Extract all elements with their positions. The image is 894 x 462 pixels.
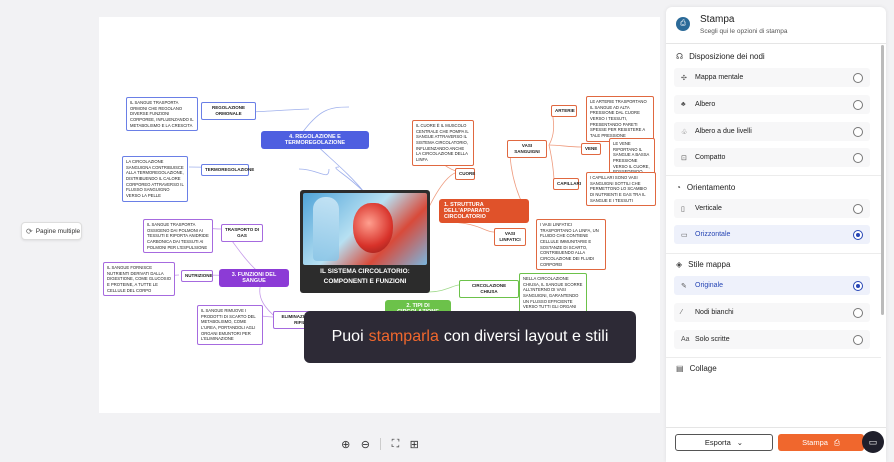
panel-scrollbar[interactable] [881, 45, 884, 315]
radio-horizontal[interactable] [853, 229, 863, 240]
gas-transport-node[interactable]: TRASPORTO DI GAS [221, 224, 263, 243]
panel-header: ⎙ Stampa Scegli qui le opzioni di stampa [666, 7, 886, 44]
capillaries-note: I CAPILLARI SONO VASI SANGUIGNI SOTTILI … [586, 172, 656, 207]
radio-vertical[interactable] [853, 203, 863, 214]
waste-note: IL SANGUE RIMUOVE I PRODOTTI DI SCARTO D… [197, 305, 263, 346]
radio-compact[interactable] [853, 152, 863, 163]
zoom-in-icon[interactable]: ⊕ [341, 438, 351, 451]
section-divider [666, 253, 881, 254]
style-option-white-nodes[interactable]: ⁄Nodi bianchi [674, 303, 870, 322]
orientation-section-title: ◔ Orientamento [676, 183, 736, 192]
layout-option-two-level-tree[interactable]: ♧Albero a due livelli [674, 122, 870, 141]
multiple-pages-label: Pagine multiple [35, 227, 81, 235]
radio-white-nodes[interactable] [853, 307, 863, 318]
hormonal-regulation-note: IL SANGUE TRASPORTA ORMONI CHE REGOLANO … [126, 97, 198, 132]
style-option-original[interactable]: ✎Originale [674, 276, 870, 295]
heart-node[interactable]: CUORE [455, 168, 475, 181]
layout-option-mindmap[interactable]: ✣Mappa mentale [674, 68, 870, 87]
banner-text-pre: Puoi [331, 328, 364, 345]
pen-icon: ⁄ [681, 309, 683, 316]
print-button[interactable]: Stampa ⎙ [778, 434, 864, 451]
nutrition-node[interactable]: NUTRIZIONE [181, 270, 213, 283]
gas-transport-note: IL SANGUE TRASPORTA OSSIGENO DAI POLMONI… [143, 219, 213, 254]
banner-text-post: con diversi layout e stili [443, 328, 609, 345]
toolbar-divider [380, 438, 382, 450]
circulatory-system-image [303, 193, 427, 265]
printer-icon: ⎙ [676, 17, 690, 31]
panel-footer: Esporta ⌄ Stampa ⎙ [666, 427, 886, 462]
printer-icon: ⎙ [833, 437, 840, 447]
section-divider [666, 175, 881, 176]
radio-original[interactable] [853, 280, 863, 291]
functions-branch-node[interactable]: 3. FUNZIONI DEL SANGUE [219, 269, 289, 287]
radio-text-only[interactable] [853, 334, 863, 345]
zoom-out-icon[interactable]: ⊖ [360, 438, 370, 451]
regulation-branch-node[interactable]: 4. REGOLAZIONE E TERMOREGOLAZIONE [261, 131, 369, 149]
banner-text-highlight: stamparla [368, 328, 439, 345]
thermoregulation-note: LA CIRCOLAZIONE SANGUIGNA CONTRIBUISCE A… [122, 156, 188, 202]
print-options-panel: ⎙ Stampa Scegli qui le opzioni di stampa… [666, 7, 886, 462]
central-topic-node[interactable]: IL SISTEMA CIRCOLATORIO: COMPONENTI E FU… [300, 190, 430, 293]
blood-vessels-node[interactable]: VASI SANGUIGNI [507, 140, 547, 159]
lymphatic-vessels-note: I VASI LINFATICI TRASPORTANO LA LINFA, U… [536, 219, 606, 271]
collage-section-title[interactable]: ▤ Collage [676, 364, 717, 373]
heart-note: IL CUORE È IL MUSCOLO CENTRALE CHE POMPA… [412, 120, 474, 166]
veins-node[interactable]: VENE [581, 143, 601, 156]
horizontal-page-icon: ▭ [681, 231, 688, 239]
arteries-note: LE ARTERIE TRASPORTANO IL SANGUE AD ALTA… [586, 96, 654, 142]
nodes-layout-icon: ☊ [676, 52, 684, 61]
compact-icon: ⊡ [681, 154, 687, 162]
mindmap-icon: ✣ [681, 74, 687, 82]
orientation-option-horizontal[interactable]: ▭Orizzontale [674, 225, 870, 244]
layout-option-tree[interactable]: ♣Albero [674, 95, 870, 114]
collage-icon: ▤ [676, 364, 684, 373]
refresh-icon: ⟳ [26, 226, 33, 236]
style-section-title: ◈ Stile mappa [676, 260, 731, 269]
panel-subtitle: Scegli qui le opzioni di stampa [700, 28, 788, 35]
two-level-tree-icon: ♧ [681, 128, 688, 136]
panel-title: Stampa [700, 14, 735, 25]
lymphatic-vessels-node[interactable]: VASI LINFATICI [494, 228, 526, 247]
fit-screen-icon[interactable]: ⛶ [391, 437, 400, 450]
orientation-option-vertical[interactable]: ▯Verticale [674, 199, 870, 218]
tree-icon: ♣ [681, 101, 686, 108]
brush-icon: ✎ [681, 282, 687, 290]
central-topic-title: IL SISTEMA CIRCOLATORIO: COMPONENTI E FU… [320, 268, 410, 285]
vertical-page-icon: ▯ [681, 205, 685, 213]
closed-circulation-node[interactable]: CIRCOLAZIONE CHIUSA [459, 280, 519, 299]
section-divider [666, 357, 881, 358]
thermoregulation-node[interactable]: TERMOREGOLAZIONE [201, 164, 254, 177]
radio-two-level-tree[interactable] [853, 126, 863, 137]
paint-bucket-icon: ◈ [676, 260, 683, 269]
export-button[interactable]: Esporta ⌄ [675, 434, 773, 451]
layout-section-title: ☊ Disposizione dei nodi [676, 52, 765, 61]
closed-circulation-note: NELLA CIRCOLAZIONE CHIUSA, IL SANGUE SCO… [519, 273, 587, 314]
orientation-icon: ◔ [676, 183, 681, 192]
nutrition-note: IL SANGUE FORNISCE NUTRIENTI DERIVATI DA… [103, 262, 175, 297]
text-icon: Aa [681, 336, 690, 343]
structure-branch-node[interactable]: 1. STRUTTURA DELL'APPARATO CIRCOLATORIO [439, 199, 529, 223]
chevron-down-icon: ⌄ [736, 438, 744, 447]
zoom-toolbar: ⊕ ⊖ ⛶ ⊞ [336, 434, 424, 454]
layout-grid-icon[interactable]: ⊞ [409, 438, 419, 451]
multiple-pages-button[interactable]: ⟳ Pagine multiple [21, 222, 82, 240]
hormonal-regulation-node[interactable]: REGOLAZIONE ORMONALE [201, 102, 256, 121]
layout-option-compact[interactable]: ⊡Compatto [674, 148, 870, 167]
arteries-node[interactable]: ARTERIE [551, 105, 577, 118]
chat-support-icon[interactable]: ▭ [862, 431, 884, 453]
capillaries-node[interactable]: CAPILLARI [553, 178, 581, 191]
radio-mindmap[interactable] [853, 72, 863, 83]
radio-tree[interactable] [853, 99, 863, 110]
promo-banner: Puoi stamparla con diversi layout e stil… [304, 311, 636, 363]
